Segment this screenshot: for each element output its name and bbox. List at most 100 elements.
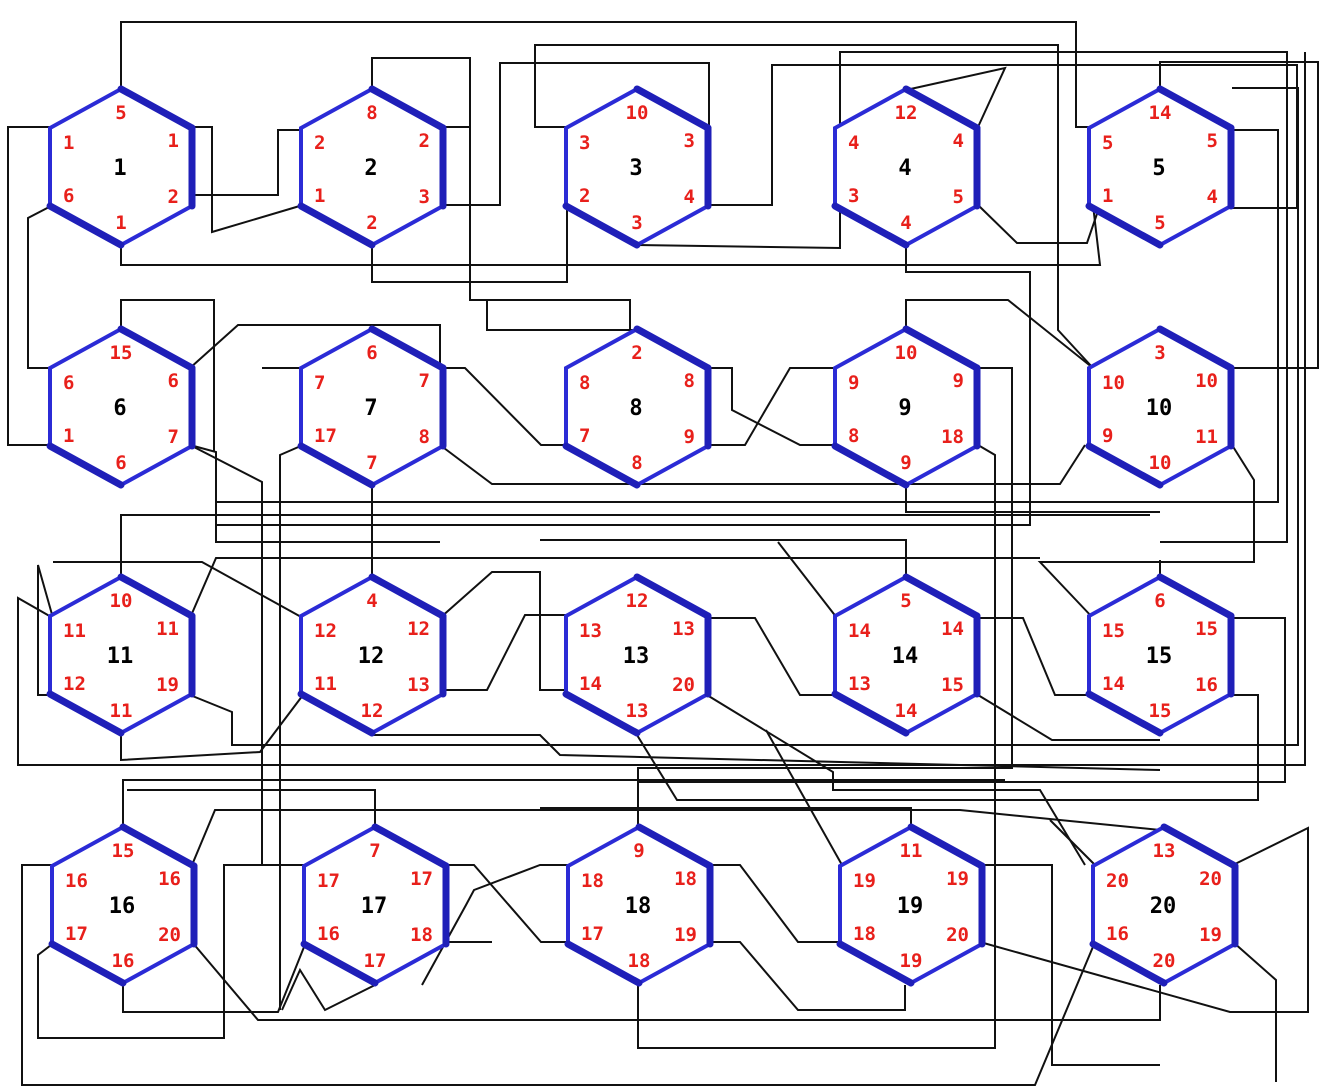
connection-wire [120,21,1093,128]
port-number-lower-right: 20 [158,924,181,946]
port-number-lower-left: 16 [1106,923,1129,945]
connection-wire [707,367,837,446]
connection-wire [371,205,568,283]
port-number-lower-right: 18 [410,924,433,946]
port-number-upper-left: 5 [1102,132,1113,154]
hexagon-edge-emphasis [562,442,641,489]
connection-wire [439,444,1086,485]
port-number-lower-right: 9 [684,426,695,448]
connection-wire [122,779,1005,828]
connection-wire [637,367,1013,830]
port-number-lower-left: 6 [63,185,74,207]
port-number-lower-right: 13 [407,674,430,696]
port-number-top: 10 [110,590,133,612]
port-number-top: 9 [633,840,644,862]
port-number-top: 12 [895,102,918,124]
port-number-top: 2 [631,342,642,364]
port-number-lower-left: 9 [1102,425,1113,447]
hexagon-edge-emphasis [831,690,910,737]
port-number-lower-left: 1 [63,425,74,447]
port-number-upper-left: 12 [314,620,337,642]
hexagon-id-label: 10 [1146,396,1173,421]
port-number-lower-right: 3 [419,186,430,208]
hexagon-edge-emphasis [902,325,981,372]
port-number-top: 3 [1154,342,1165,364]
hexagon-edge-emphasis [297,202,376,249]
hexagon-edge-emphasis [633,573,712,620]
hexagon-edge-emphasis [562,202,641,249]
connection-wire [127,789,376,828]
hexagon-edge-emphasis [562,690,641,737]
hexagon-edge-emphasis [46,442,125,489]
connection-wire [1232,941,1277,1082]
connection-wire [706,694,1086,866]
port-number-bottom: 14 [895,700,918,722]
connection-wire [905,66,1007,128]
port-number-lower-left: 12 [63,673,86,695]
connection-wire [189,87,1299,746]
hexagon-edge-emphasis [48,940,127,987]
connection-wire [977,204,1101,244]
connection-wire [979,826,1309,1013]
port-number-upper-right: 17 [410,868,433,890]
hexagon-id-label: 7 [364,396,377,421]
hexagon-edge-emphasis [564,940,643,987]
hexagon-id-label: 18 [625,894,652,919]
port-number-upper-left: 14 [848,620,871,642]
port-number-top: 6 [366,342,377,364]
port-number-upper-left: 8 [579,372,590,394]
port-number-upper-left: 2 [314,132,325,154]
hexagon-id-label: 12 [358,644,385,669]
hexagon-edge-emphasis [831,442,910,489]
connection-wire [540,539,907,578]
connection-wire [27,204,54,369]
port-number-upper-left: 18 [581,870,604,892]
port-number-upper-left: 20 [1106,870,1129,892]
connection-wire [1049,819,1096,866]
port-number-upper-left: 7 [314,372,325,394]
connection-wire [440,62,710,206]
port-number-top: 13 [1153,840,1176,862]
hexagon-edge-emphasis [368,325,447,372]
port-number-top: 5 [115,102,126,124]
port-number-lower-right: 19 [674,924,697,946]
hexagon-id-label: 15 [1146,644,1173,669]
wire-layer [7,21,1319,1086]
port-number-upper-left: 1 [63,132,74,154]
connection-wire [191,809,1161,866]
port-number-lower-left: 8 [848,425,859,447]
hexagon-edge-emphasis [368,85,447,132]
port-number-upper-right: 18 [674,868,697,890]
port-number-top: 8 [366,102,377,124]
port-number-top: 14 [1149,102,1172,124]
connection-wire [281,967,376,1012]
connection-wire [421,864,568,986]
connection-wire [120,204,1102,266]
port-number-lower-left: 11 [314,673,337,695]
hexagon-edge-emphasis [300,940,379,987]
port-number-upper-left: 13 [579,620,602,642]
connection-wire [1159,61,1319,369]
port-number-bottom: 9 [900,452,911,474]
port-number-upper-right: 19 [946,868,969,890]
port-number-bottom: 13 [626,700,649,722]
port-number-upper-right: 12 [407,618,430,640]
connection-wire [440,367,566,446]
hexagon-edge-emphasis [1089,940,1168,987]
port-number-top: 11 [900,840,923,862]
hexagon-edge-emphasis [635,823,714,870]
hexagon-edge-emphasis [119,823,198,870]
hexagon-id-label: 16 [109,894,136,919]
hexagon-edge-emphasis [46,202,125,249]
hexagon-id-label: 20 [1150,894,1177,919]
port-number-upper-left: 3 [579,132,590,154]
connection-wire [189,444,263,865]
port-number-lower-left: 18 [853,923,876,945]
port-number-top: 12 [626,590,649,612]
